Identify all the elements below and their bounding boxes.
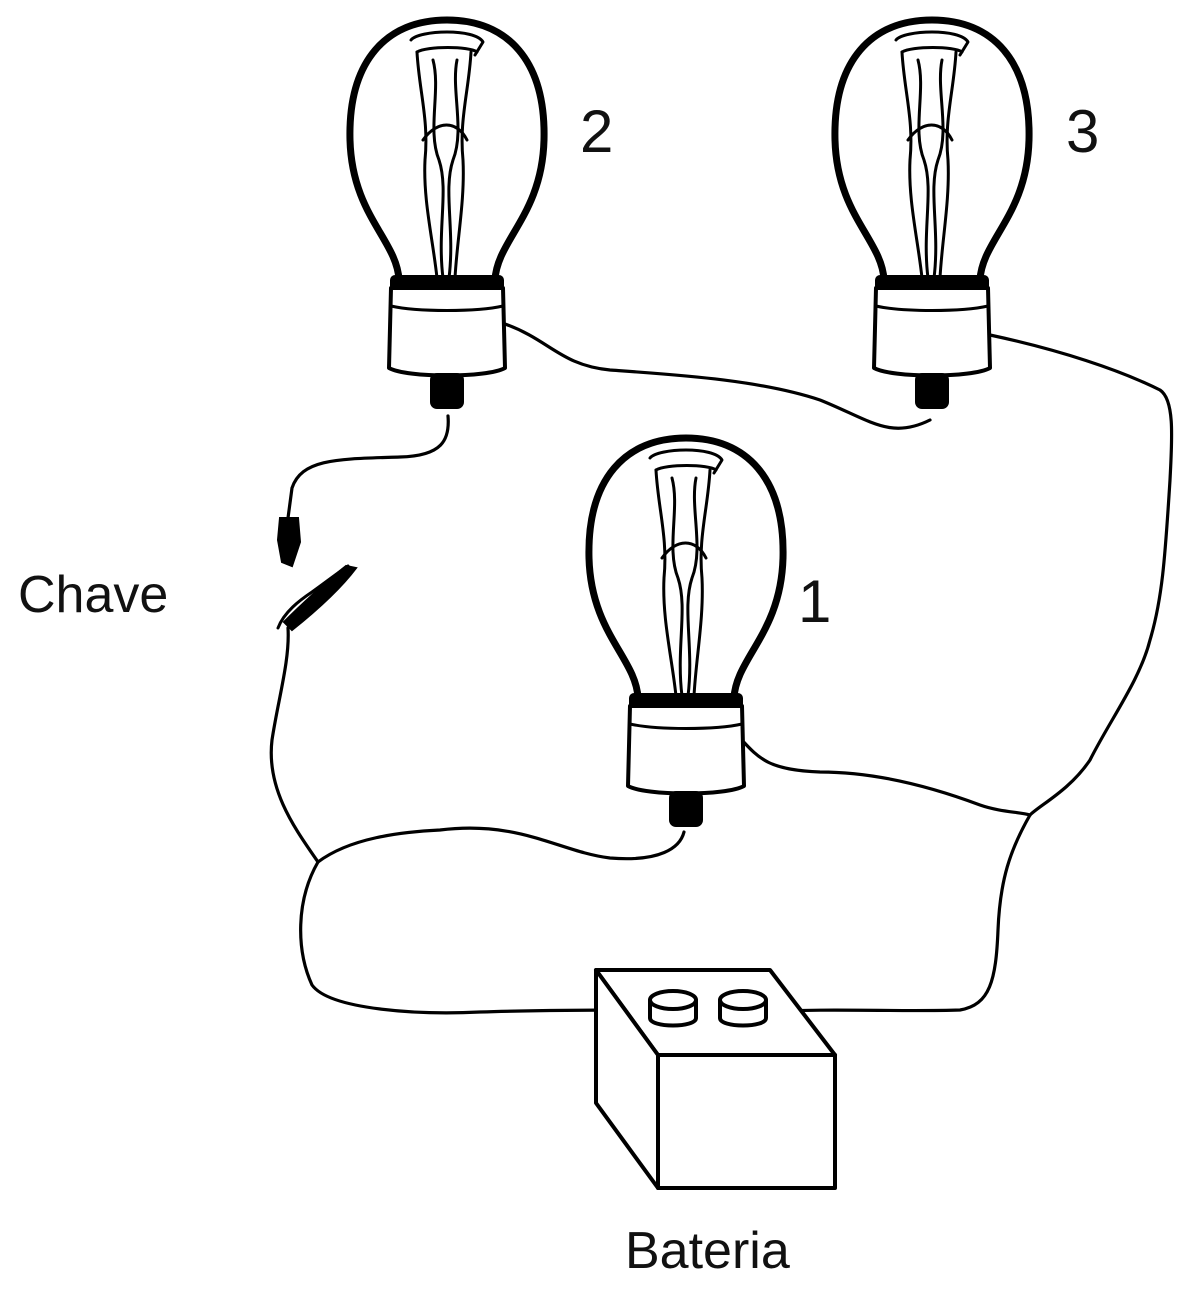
battery-side-face [594, 968, 660, 1190]
wire-bulb3-to-right-rail [988, 333, 1174, 817]
bulb-3 [835, 20, 1029, 408]
wire-bulb1-to-right-rail [738, 736, 1032, 817]
switch-label: Chave [18, 566, 168, 624]
wire-bulb2-to-switch [286, 414, 450, 520]
bulb-1 [589, 438, 783, 826]
battery [594, 968, 837, 1190]
battery-terminal-left [648, 989, 698, 1028]
wire-right-rail-to-battery [758, 813, 1032, 1014]
bulb-2-number: 2 [580, 98, 613, 165]
bulb-3-number: 3 [1066, 98, 1099, 165]
wire-junction-left-to-battery [299, 860, 652, 1015]
wires [269, 322, 1174, 1015]
switch-lever [282, 564, 358, 632]
bulb-1-number: 1 [798, 568, 831, 635]
switch-upper-clip [276, 517, 302, 568]
switch [276, 517, 358, 632]
wire-bulb2-to-bulb3 [503, 322, 932, 430]
battery-terminal-right [718, 989, 768, 1028]
wire-junction-left-to-bulb1 [316, 826, 686, 864]
battery-label: Bateria [625, 1222, 790, 1280]
bulb-2 [350, 20, 544, 408]
battery-front-face [656, 1053, 837, 1190]
wire-switch-to-junction-left [269, 626, 320, 864]
